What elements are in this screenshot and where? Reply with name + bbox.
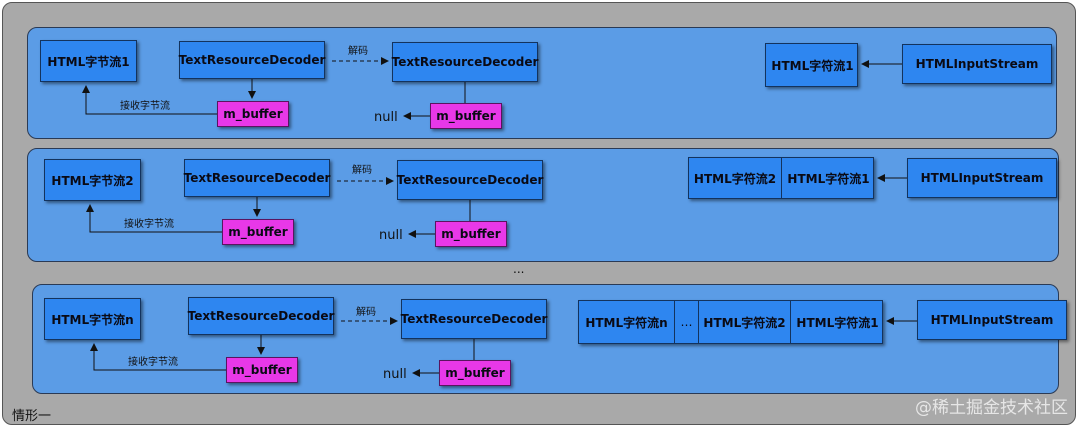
text-decoder-box-2a: TextResourceDecoder bbox=[184, 159, 330, 197]
byte-stream-box-1: HTML字节流1 bbox=[40, 40, 137, 82]
row-ellipsis: ... bbox=[513, 262, 525, 276]
receive-label-3: 接收字节流 bbox=[128, 357, 178, 368]
decode-label-3: 解码 bbox=[356, 307, 376, 318]
text-decoder-box-3b: TextResourceDecoder bbox=[401, 299, 547, 339]
m-buffer-box-1b: m_buffer bbox=[430, 103, 502, 129]
char-stream-3-seg-2: … bbox=[675, 301, 699, 343]
m-buffer-box-1a: m_buffer bbox=[217, 101, 289, 127]
text-decoder-box-3a: TextResourceDecoder bbox=[188, 297, 334, 335]
char-stream-group-1: HTML字符流1 bbox=[765, 43, 858, 87]
char-stream-group-2: HTML字符流2 HTML字符流1 bbox=[688, 157, 874, 199]
char-stream-2-seg-2: HTML字符流1 bbox=[787, 171, 870, 186]
null-label-1: null bbox=[374, 110, 398, 125]
byte-stream-box-2: HTML字节流2 bbox=[44, 159, 141, 201]
char-stream-3-seg-3: HTML字符流2 bbox=[699, 301, 791, 343]
null-label-3: null bbox=[383, 367, 407, 382]
input-stream-box-3: HTMLInputStream bbox=[917, 300, 1067, 340]
text-decoder-box-2b: TextResourceDecoder bbox=[397, 160, 543, 200]
m-buffer-box-2b: m_buffer bbox=[435, 221, 507, 247]
m-buffer-box-2a: m_buffer bbox=[222, 219, 294, 245]
receive-label-1: 接收字节流 bbox=[120, 101, 170, 112]
input-stream-box-1: HTMLInputStream bbox=[902, 44, 1052, 84]
m-buffer-box-3b: m_buffer bbox=[439, 360, 511, 386]
char-stream-3-seg-4: HTML字符流1 bbox=[796, 315, 879, 330]
receive-label-2: 接收字节流 bbox=[124, 219, 174, 230]
null-label-2: null bbox=[379, 228, 403, 243]
row-2-panel bbox=[27, 148, 1059, 262]
decode-label-1: 解码 bbox=[348, 46, 368, 57]
watermark: @稀土掘金技术社区 bbox=[915, 398, 1068, 418]
char-stream-2-seg-1: HTML字符流2 bbox=[689, 158, 782, 198]
m-buffer-box-3a: m_buffer bbox=[226, 357, 298, 383]
char-stream-3-seg-1: HTML字符流n bbox=[579, 301, 675, 343]
char-stream-1-seg-1: HTML字符流1 bbox=[771, 58, 854, 73]
text-decoder-box-1a: TextResourceDecoder bbox=[179, 41, 325, 79]
char-stream-group-3: HTML字符流n … HTML字符流2 HTML字符流1 bbox=[578, 300, 883, 344]
caption: 情形一 bbox=[12, 409, 52, 424]
text-decoder-box-1b: TextResourceDecoder bbox=[392, 42, 538, 82]
input-stream-box-2: HTMLInputStream bbox=[907, 158, 1057, 198]
decode-label-2: 解码 bbox=[352, 165, 372, 176]
byte-stream-box-3: HTML字节流n bbox=[44, 298, 141, 340]
